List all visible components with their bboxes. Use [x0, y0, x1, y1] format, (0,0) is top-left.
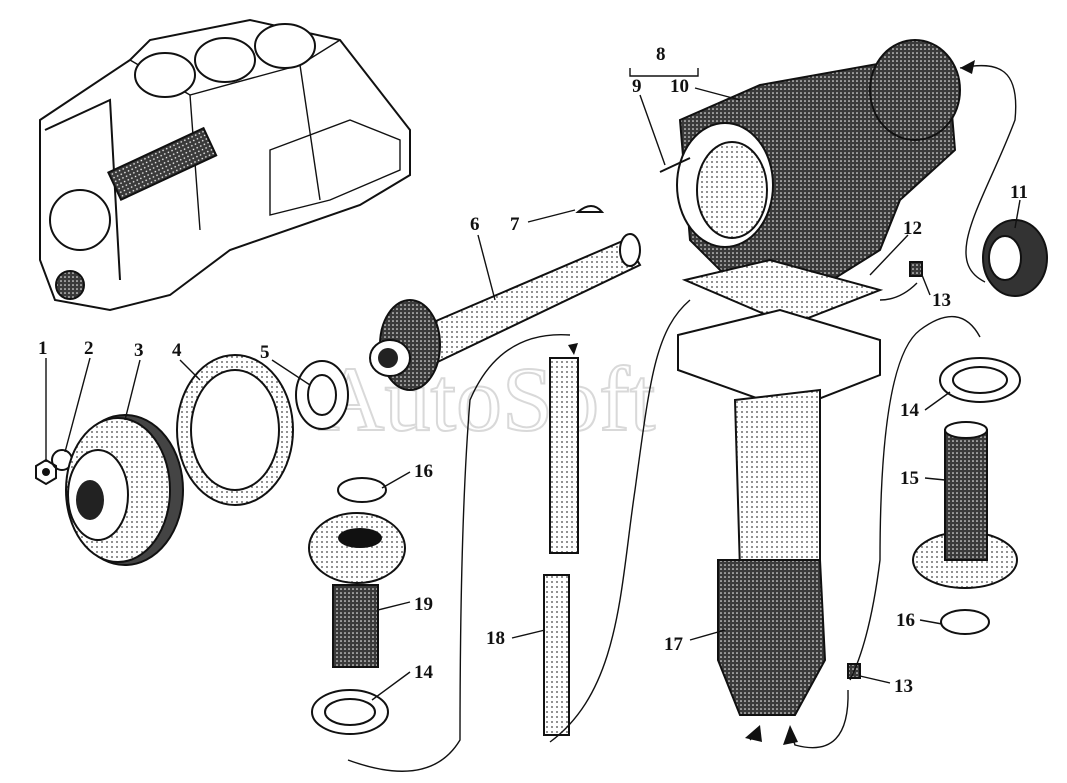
callout-14-upper: 14 [900, 400, 920, 421]
part-flange-hub [65, 414, 184, 566]
part-bevel-gear-sleeve-right [912, 421, 1018, 589]
callout-18: 18 [486, 628, 505, 649]
callout-14-lower: 14 [414, 662, 434, 683]
callout-13-lower: 13 [894, 676, 913, 697]
callout-11: 11 [1010, 182, 1028, 203]
callout-15: 15 [900, 468, 919, 489]
callout-13-upper: 13 [932, 290, 951, 311]
callout-1: 1 [38, 338, 48, 359]
part-splined-shaft-lower [543, 574, 570, 736]
part-gasket-round [176, 354, 294, 506]
callout-5: 5 [260, 342, 270, 363]
part-snap-ring-left [337, 477, 387, 503]
callout-7: 7 [510, 214, 520, 235]
part-thrust-washer [295, 360, 349, 430]
part-splined-shaft-upper [549, 357, 579, 554]
callout-4: 4 [172, 340, 182, 361]
callout-17: 17 [664, 634, 684, 655]
part-ball-bearing [982, 219, 1048, 297]
part-woodruff-key [575, 205, 605, 213]
callout-19: 19 [414, 594, 433, 615]
engine-block [39, 18, 411, 312]
callout-6: 6 [470, 214, 480, 235]
part-washer-lower [311, 689, 389, 735]
assembly-flow-lines [347, 60, 1017, 772]
part-washer-upper [939, 357, 1021, 403]
watermark-text: AutoSoft [318, 348, 656, 450]
callout-10: 10 [670, 76, 689, 97]
callout-16-left: 16 [414, 461, 433, 482]
part-bevel-gear-sleeve-left [308, 512, 406, 668]
callout-9: 9 [632, 76, 642, 97]
callout-8: 8 [656, 44, 666, 65]
callout-3: 3 [134, 340, 144, 361]
callout-labels: 1 2 3 4 5 6 7 8 9 10 11 12 13 13 14 14 1… [38, 44, 1028, 697]
part-drive-shaft-gear [369, 233, 642, 391]
part-housing-assembly [676, 39, 961, 716]
callout-12: 12 [903, 218, 922, 239]
callout-16-right: 16 [896, 610, 915, 631]
callout-2: 2 [84, 338, 94, 359]
leader-lines [45, 68, 1021, 701]
part-snap-ring-right [940, 609, 990, 635]
part-plug-upper [909, 261, 923, 277]
part-stud [659, 157, 691, 173]
